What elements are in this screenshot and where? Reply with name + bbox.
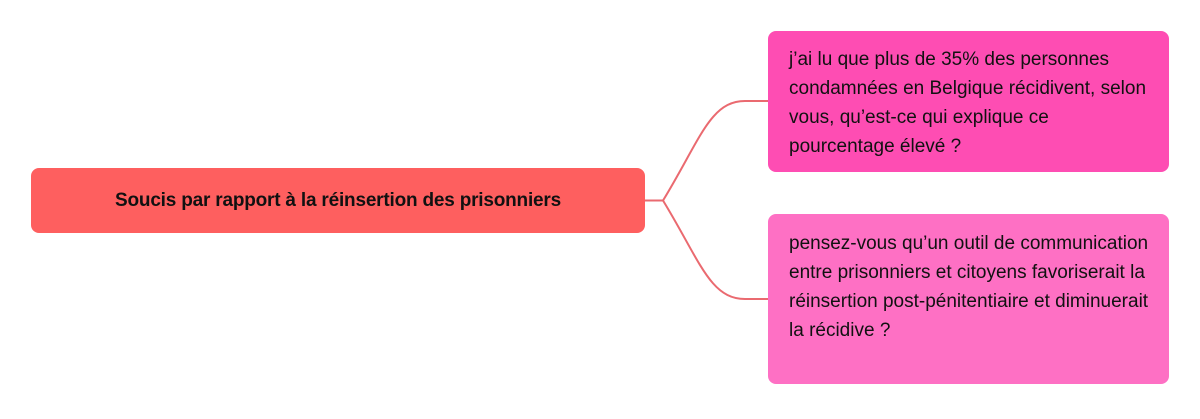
root-topic-label: Soucis par rapport à la réinsertion des … <box>115 189 561 211</box>
branch-label-recidivism-rate: j’ai lu que plus de 35% des personnes co… <box>789 49 1147 157</box>
branch-node-recidivism-rate[interactable]: j’ai lu que plus de 35% des personnes co… <box>768 31 1169 172</box>
branch-node-communication-tool[interactable]: pensez-vous qu’un outil de communication… <box>768 214 1169 384</box>
branch-label-communication-tool: pensez-vous qu’un outil de communication… <box>789 233 1149 341</box>
connector-branch-2 <box>662 199 768 300</box>
root-topic-node[interactable]: Soucis par rapport à la réinsertion des … <box>31 168 645 233</box>
connector-branch-1 <box>662 100 768 202</box>
